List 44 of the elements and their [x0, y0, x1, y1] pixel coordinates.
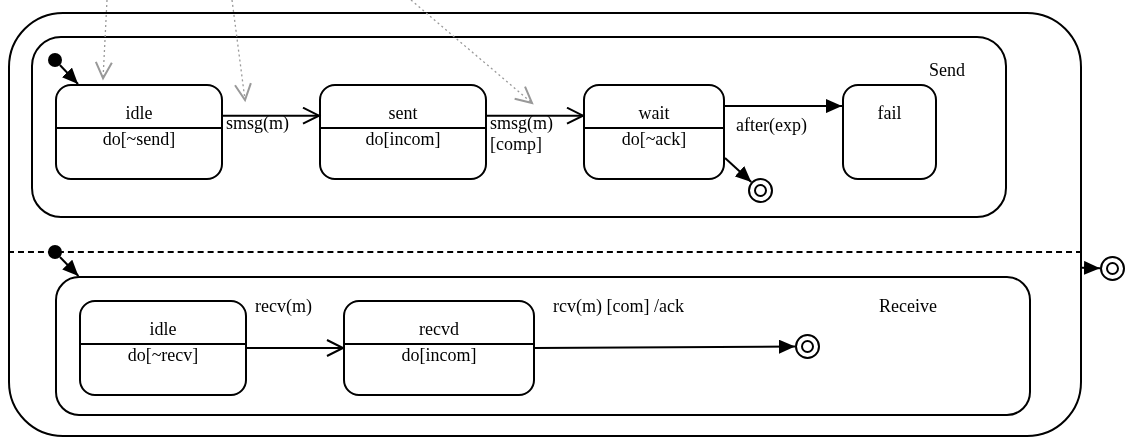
dotted-arrow [94, 0, 113, 80]
transition-label: after(exp) [736, 115, 808, 136]
state-box [842, 84, 937, 180]
initial-state [48, 245, 62, 259]
transition-arrow [1081, 260, 1101, 275]
final-state [748, 178, 773, 203]
state-activity: do[~recv] [126, 345, 200, 365]
transition-arrow [222, 106, 320, 125]
state-name: wait [637, 103, 671, 123]
composite-state [8, 12, 1082, 437]
state-box [79, 300, 247, 396]
state-box [55, 84, 223, 180]
dotted-arrow [231, 0, 252, 102]
transition-arrow [534, 339, 796, 354]
state-name: recvd [418, 319, 460, 339]
transition-arrow [58, 64, 79, 85]
region-box [31, 36, 1007, 218]
final-state [795, 334, 820, 359]
state-name: fail [876, 103, 903, 123]
state-activity: do[~send] [101, 129, 177, 149]
state-name: idle [124, 103, 154, 123]
transition-label: smsg(m) [comp] [490, 113, 554, 155]
state-activity: do[incom] [364, 129, 442, 149]
transition-arrow [486, 106, 584, 125]
state-box [319, 84, 487, 180]
final-state [1100, 256, 1125, 281]
transition-label: recv(m) [255, 296, 313, 317]
state-activity: do[incom] [400, 345, 478, 365]
region-box [55, 276, 1031, 416]
state-name: idle [148, 319, 178, 339]
transition-arrow [724, 99, 843, 114]
region-name: Send [929, 60, 965, 81]
state-box [343, 300, 535, 396]
transition-label: smsg(m) [226, 113, 290, 134]
transition-arrow [724, 156, 753, 184]
state-activity: do[~ack] [620, 129, 688, 149]
initial-state [48, 53, 62, 67]
transition-label: rcv(m) [com] /ack [553, 296, 685, 317]
dotted-arrow [410, 0, 533, 104]
transition-arrow [246, 339, 344, 357]
state-box [583, 84, 725, 180]
state-name: sent [387, 103, 419, 123]
transition-arrow [58, 256, 80, 277]
region-name: Receive [879, 296, 937, 317]
